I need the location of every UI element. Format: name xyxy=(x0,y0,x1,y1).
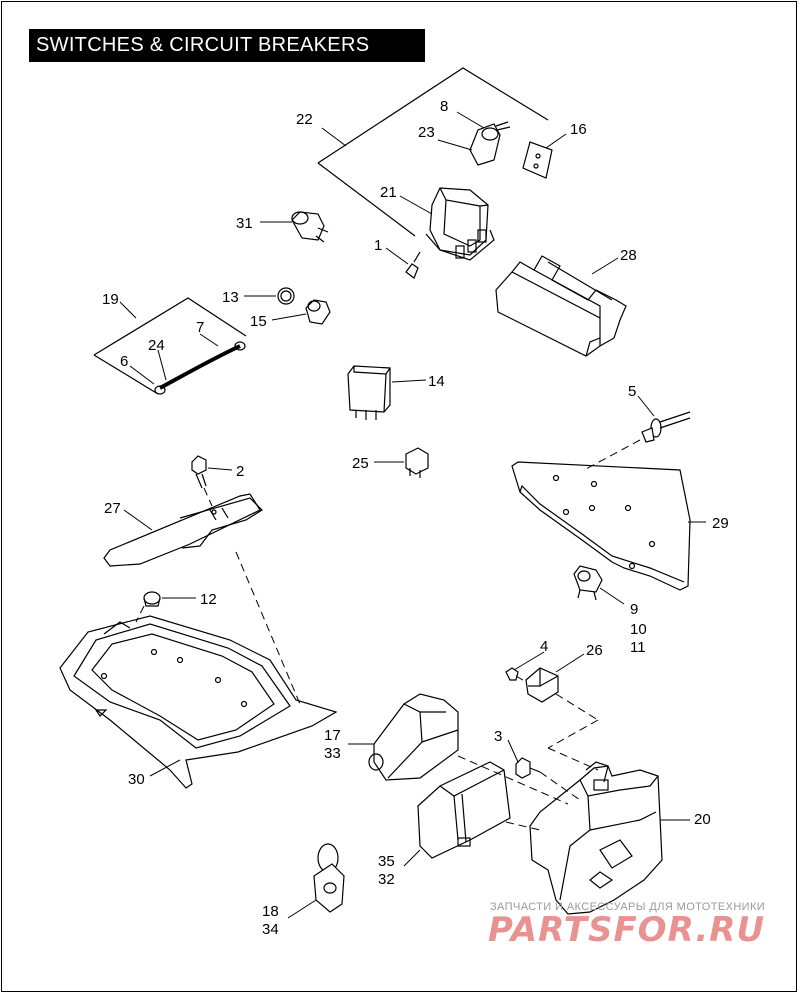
callout-2: 2 xyxy=(236,463,244,480)
part-27-bracket xyxy=(103,493,263,567)
kit-19-group-lines xyxy=(93,297,247,395)
part-2-bolt xyxy=(191,455,207,489)
callout-28: 28 xyxy=(620,247,637,264)
part-13-oring xyxy=(277,287,295,305)
part-29-mounting-plate xyxy=(511,461,691,591)
callout-18: 18 xyxy=(262,903,279,920)
part-17-module xyxy=(368,693,459,781)
callout-29: 29 xyxy=(712,515,729,532)
callout-12: 12 xyxy=(200,591,217,608)
part-14-relay xyxy=(347,365,391,420)
callout-33: 33 xyxy=(324,745,341,762)
callout-15: 15 xyxy=(250,313,267,330)
part-18-tag xyxy=(313,843,345,913)
part-23-key xyxy=(469,121,511,166)
callout-5: 5 xyxy=(628,383,636,400)
callout-19: 19 xyxy=(102,291,119,308)
callout-26: 26 xyxy=(586,642,603,659)
part-24-ground-strap xyxy=(154,341,246,395)
part-1-screw xyxy=(405,251,421,279)
callout-24: 24 xyxy=(148,337,165,354)
part-21-switch xyxy=(425,187,495,261)
kit-22-group-lines xyxy=(317,67,549,237)
part-9-clip xyxy=(573,565,603,601)
callout-10: 10 xyxy=(630,621,647,638)
callout-4: 4 xyxy=(540,638,548,655)
watermark-tagline: ЗАПЧАСТИ И АКСЕССУАРЫ ДЛЯ МОТОТЕХНИКИ xyxy=(490,901,766,913)
part-16-plate xyxy=(522,141,553,179)
callout-35: 35 xyxy=(378,853,395,870)
callout-7: 7 xyxy=(196,319,204,336)
part-25-fuse xyxy=(405,447,429,478)
assembly-dashed-lines xyxy=(135,439,641,831)
callout-leader-lines xyxy=(119,111,706,919)
callout-25: 25 xyxy=(352,455,369,472)
part-15-switch xyxy=(305,299,331,325)
callout-16: 16 xyxy=(570,121,587,138)
part-35-module xyxy=(417,761,511,859)
callout-labels: 22 8 23 16 21 31 1 28 19 13 7 15 24 6 14… xyxy=(102,98,729,938)
callout-22: 22 xyxy=(296,111,313,128)
callout-30: 30 xyxy=(128,771,145,788)
callout-13: 13 xyxy=(222,289,239,306)
callout-17: 17 xyxy=(324,727,341,744)
part-3-bolt xyxy=(515,757,541,779)
callout-11: 11 xyxy=(630,639,646,656)
callout-3: 3 xyxy=(494,728,502,745)
callout-32: 32 xyxy=(378,871,395,888)
part-12-grommet xyxy=(143,591,161,607)
callout-14: 14 xyxy=(428,373,445,390)
callout-1: 1 xyxy=(374,237,382,254)
callout-20: 20 xyxy=(694,811,711,828)
part-26-relay xyxy=(525,667,559,703)
part-28-breaker-channel xyxy=(495,255,627,357)
callout-9: 9 xyxy=(630,601,638,618)
part-4-nut xyxy=(505,667,519,681)
callout-6: 6 xyxy=(120,353,128,370)
part-5-stud xyxy=(641,411,691,443)
callout-8: 8 xyxy=(440,98,448,115)
part-20-bracket xyxy=(529,761,663,915)
callout-23: 23 xyxy=(418,124,435,141)
part-30-tray xyxy=(59,615,338,789)
diagram-title: SWITCHES & CIRCUIT BREAKERS xyxy=(29,29,425,62)
watermark-logo: PARTSFOR.RU xyxy=(488,910,766,950)
callout-34: 34 xyxy=(262,921,279,938)
callout-27: 27 xyxy=(104,500,121,517)
part-31-switch xyxy=(291,211,329,243)
callout-21: 21 xyxy=(380,184,397,201)
callout-31: 31 xyxy=(236,215,253,232)
